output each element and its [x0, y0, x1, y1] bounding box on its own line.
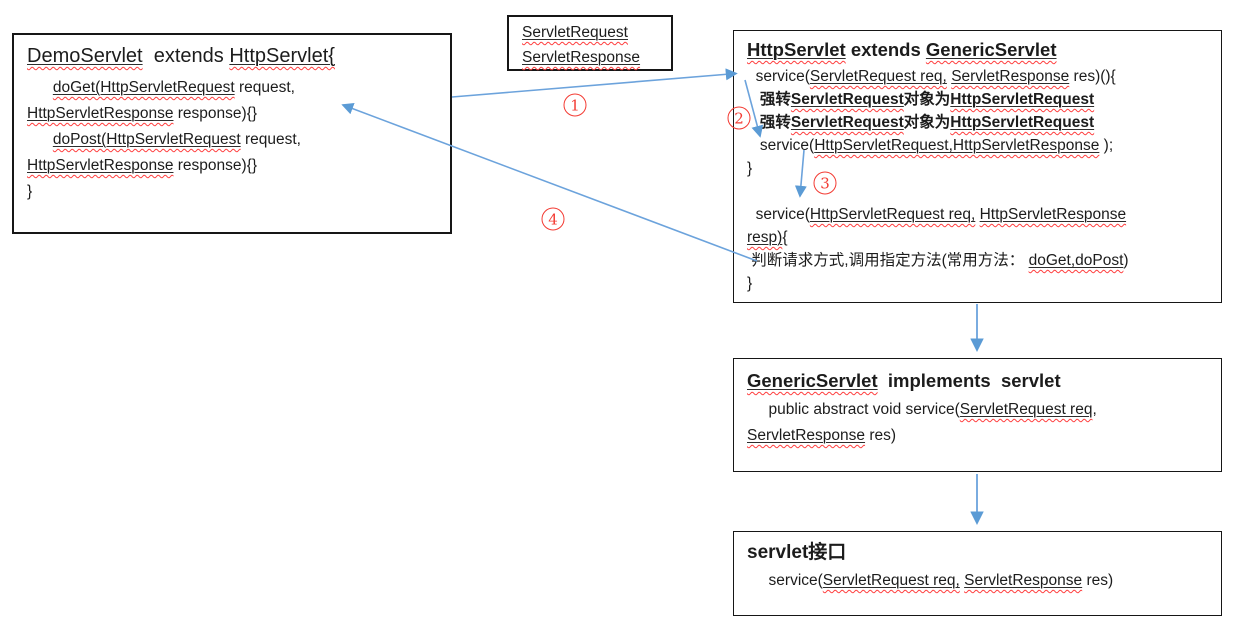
code-line: service(HttpServletRequest req, HttpServ…	[747, 203, 1209, 226]
identifier-underlined: ServletRequest	[790, 114, 904, 131]
identifier-underlined: GenericServlet	[925, 39, 1057, 60]
identifier-underlined: DemoServlet	[27, 45, 143, 67]
http-servlet-box: HttpServlet extends GenericServlet servi…	[733, 30, 1222, 303]
code-line: GenericServlet implements servlet	[747, 365, 1209, 397]
identifier-underlined: ServletRequest	[790, 91, 904, 108]
code-line: HttpServlet extends GenericServlet	[747, 35, 1209, 65]
code-text: extends	[142, 45, 230, 67]
code-text: 对象为	[903, 114, 951, 131]
code-text	[27, 79, 53, 96]
code-line: doPost(HttpServletRequest request,	[27, 127, 438, 153]
identifier-underlined: GenericServlet	[747, 370, 878, 391]
identifier-underlined: HttpServletRequest	[950, 114, 1095, 131]
identifier-underlined: HttpServletResponse	[27, 105, 174, 122]
code-text: );	[1099, 137, 1114, 154]
code-text: }	[747, 160, 753, 177]
code-text: 强转	[747, 114, 791, 131]
code-text: request,	[234, 79, 295, 96]
code-line: service(HttpServletRequest,HttpServletRe…	[747, 134, 1209, 157]
code-text: res)(){	[1069, 68, 1116, 85]
identifier-underlined: HttpServletRequest,HttpServletResponse	[814, 137, 1100, 154]
code-text: service(	[747, 68, 810, 85]
code-text: }	[27, 183, 33, 200]
identifier-underlined: resp)	[747, 229, 783, 246]
identifier-underlined: ServletRequest req,	[809, 68, 947, 85]
code-text: implements servlet	[877, 370, 1061, 391]
code-text: servlet接口	[747, 542, 847, 563]
servlet-interface-box: servlet接口 service(ServletRequest req, Se…	[733, 531, 1222, 616]
step-marker-1: 1	[563, 93, 587, 117]
step-marker-2: 2	[727, 106, 751, 130]
demo-servlet-box: DemoServlet extends HttpServlet{ doGet(H…	[12, 33, 452, 234]
code-line: public abstract void service(ServletRequ…	[747, 397, 1209, 423]
code-line: HttpServletResponse response){}	[27, 153, 438, 179]
code-line: 强转ServletRequest对象为HttpServletRequest	[747, 88, 1209, 111]
identifier-underlined: HttpServletResponse	[979, 206, 1127, 223]
code-line: ServletResponse	[522, 45, 659, 70]
code-line: 判断请求方式,调用指定方法(常用方法： doGet,doPost)	[747, 249, 1209, 272]
code-line: service(ServletRequest req, ServletRespo…	[747, 568, 1209, 594]
code-text: 强转	[747, 91, 791, 108]
identifier-underlined: ServletResponse	[747, 427, 866, 444]
identifier-underlined: HttpServletResponse	[27, 157, 174, 174]
arrow-1-demo-to-httpservlet	[451, 68, 738, 98]
code-text: 对象为	[903, 91, 951, 108]
identifier-underlined: HttpServletRequest	[950, 91, 1095, 108]
code-text: }	[747, 275, 753, 292]
step-marker-3: 3	[813, 171, 837, 195]
identifier-underlined: doGet,doPost	[1028, 252, 1124, 269]
code-text: {	[782, 229, 788, 246]
identifier-underlined: HttpServlet{	[229, 45, 335, 67]
code-line: 强转ServletRequest对象为HttpServletRequest	[747, 111, 1209, 134]
identifier-underlined: ServletResponse	[964, 572, 1083, 589]
identifier-underlined: ServletRequest req,	[822, 572, 960, 589]
identifier-underlined: ServletRequest	[522, 24, 628, 41]
code-text	[27, 131, 53, 148]
code-line: HttpServletResponse response){}	[27, 101, 438, 127]
step-marker-4: 4	[541, 207, 565, 231]
identifier-underlined: doPost(HttpServletRequest	[52, 131, 241, 148]
code-line: DemoServlet extends HttpServlet{	[27, 39, 438, 73]
code-line: }	[747, 272, 1209, 295]
generic-servlet-box: GenericServlet implements servlet public…	[733, 358, 1222, 472]
code-text: service(	[747, 137, 815, 154]
code-text: response){}	[173, 105, 258, 122]
code-text: service(	[747, 572, 823, 589]
code-text: res)	[1082, 572, 1114, 589]
code-text: service(	[747, 206, 810, 223]
code-line: }	[27, 179, 438, 205]
code-text: public abstract void service(	[747, 401, 960, 418]
identifier-underlined: doGet(HttpServletRequest	[52, 79, 235, 96]
code-text: )	[1123, 252, 1129, 269]
code-line: resp){	[747, 226, 1209, 249]
identifier-underlined: ServletResponse	[522, 49, 641, 66]
code-line: service(ServletRequest req, ServletRespo…	[747, 65, 1209, 88]
identifier-underlined: ServletRequest req	[959, 401, 1093, 418]
identifier-underlined: HttpServlet	[747, 39, 846, 60]
code-text: response){}	[173, 157, 258, 174]
code-line: ServletResponse res)	[747, 423, 1209, 449]
code-text: res)	[865, 427, 897, 444]
identifier-underlined: HttpServletRequest req,	[809, 206, 976, 223]
code-text: request,	[240, 131, 301, 148]
identifier-underlined: ServletResponse	[951, 68, 1070, 85]
code-line: servlet接口	[747, 537, 1209, 568]
code-line: doGet(HttpServletRequest request,	[27, 75, 438, 101]
code-text: 判断请求方式,调用指定方法(常用方法：	[747, 252, 1029, 269]
code-text: extends	[845, 39, 926, 60]
code-text: ,	[1092, 401, 1097, 418]
code-line: ServletRequest	[522, 20, 659, 45]
